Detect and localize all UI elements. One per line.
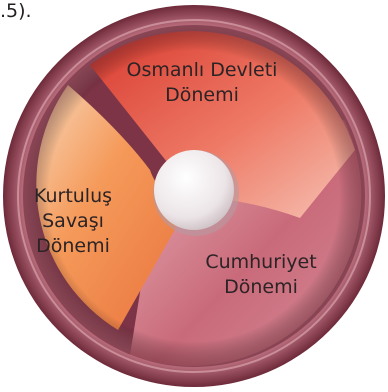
label-osmanli-line2: Dönemi: [122, 83, 282, 108]
label-cumhuriyet-line2: Dönemi: [200, 275, 322, 300]
label-kurtulus-line2: Savaşı: [22, 209, 124, 234]
label-cumhuriyet: Cumhuriyet Dönemi: [200, 250, 322, 300]
label-osmanli: Osmanlı Devleti Dönemi: [122, 58, 282, 108]
label-kurtulus-line1: Kurtuluş: [22, 184, 124, 209]
label-kurtulus: Kurtuluş Savaşı Dönemi: [22, 184, 124, 259]
label-cumhuriyet-line1: Cumhuriyet: [200, 250, 322, 275]
label-kurtulus-line3: Dönemi: [22, 234, 124, 259]
label-osmanli-line1: Osmanlı Devleti: [122, 58, 282, 83]
center-disc: [154, 150, 234, 230]
